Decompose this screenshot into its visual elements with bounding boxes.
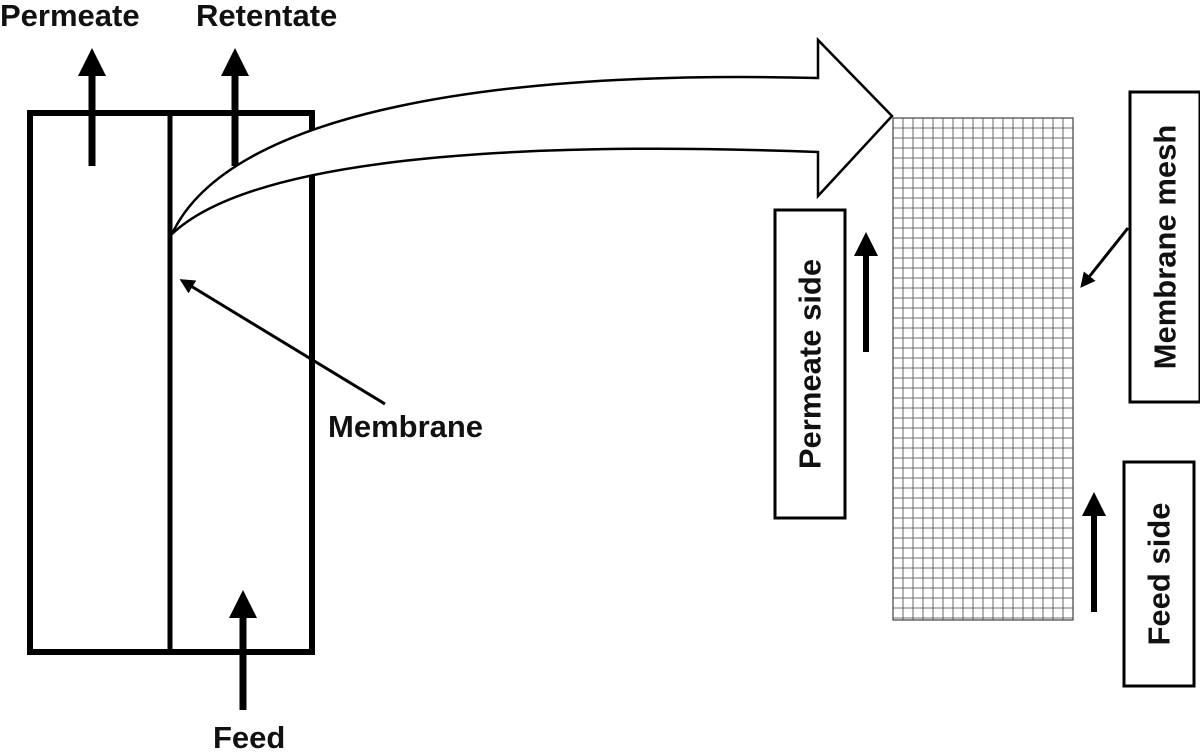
membrane-mesh-box [1128, 90, 1200, 404]
membrane-mesh-pointer-arrow [1080, 227, 1130, 288]
mesh-grid-lines [893, 118, 1073, 620]
feed-side-box [1122, 460, 1196, 688]
membrane-pointer-arrow [179, 279, 386, 406]
membrane-mesh-label: Membrane mesh [1148, 125, 1183, 370]
feed-side-label: Feed side [1142, 503, 1177, 646]
permeate-side-label: Permeate side [793, 259, 828, 469]
zoom-block-arrow-icon [170, 36, 894, 235]
retentate-label: Retentate [196, 0, 337, 33]
membrane-mesh [892, 117, 1074, 621]
permeate-side-box [773, 208, 847, 520]
membrane-label: Membrane [328, 409, 483, 444]
permeate-label: Permeate [0, 0, 140, 33]
feed-label: Feed [213, 720, 285, 752]
